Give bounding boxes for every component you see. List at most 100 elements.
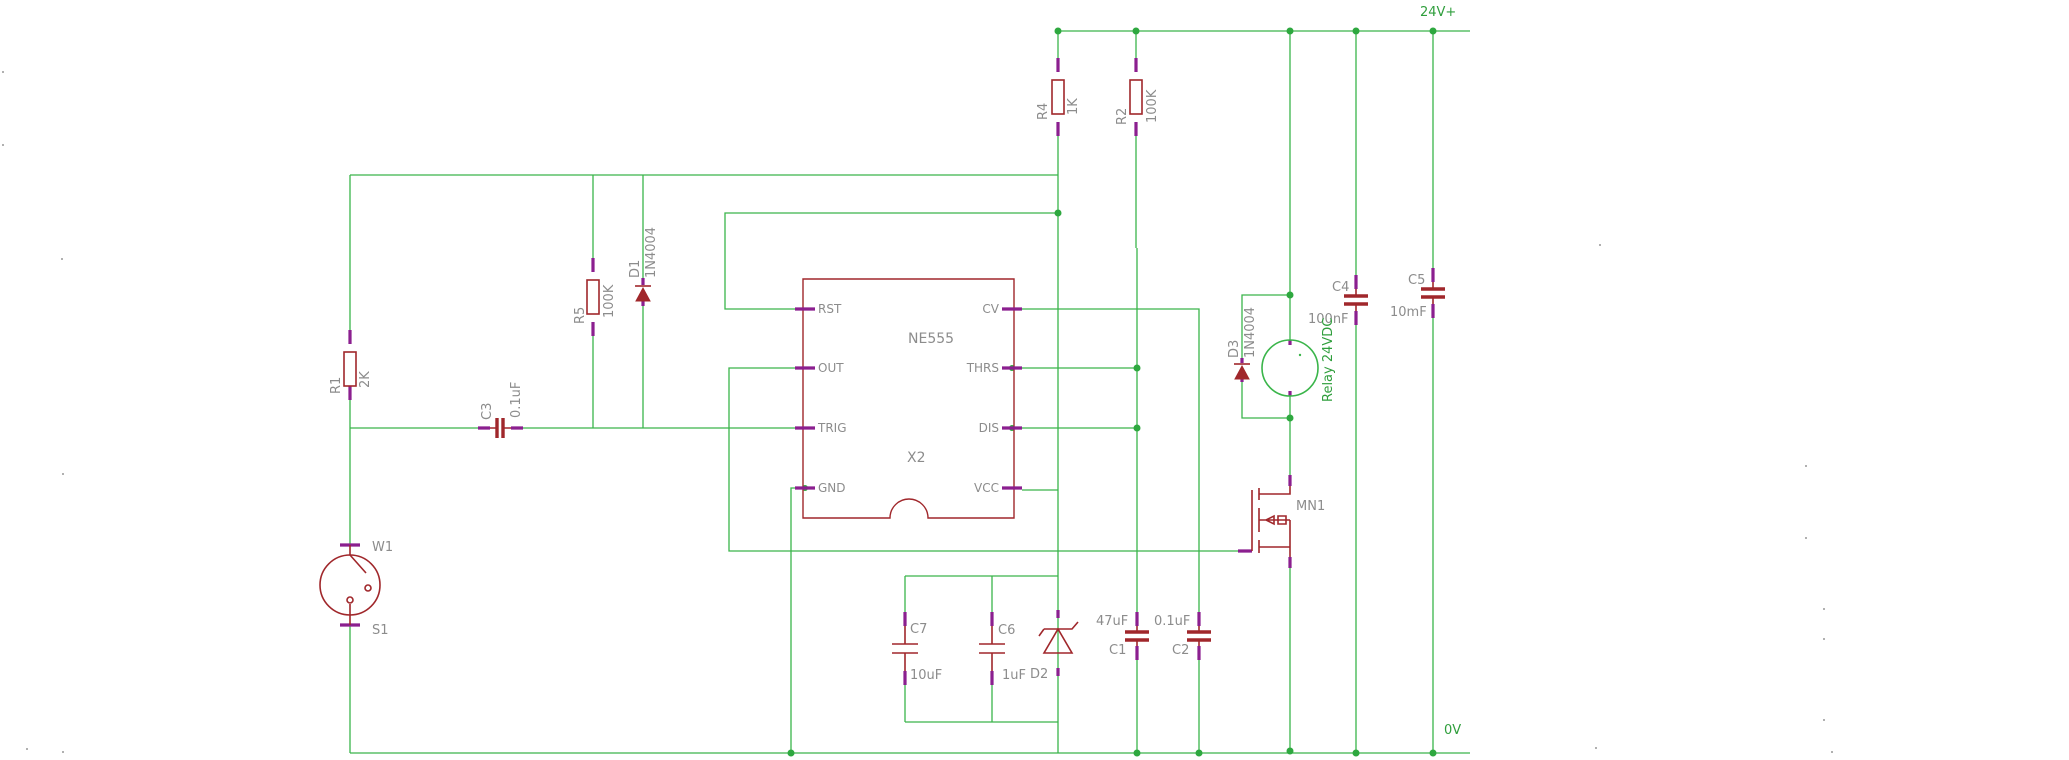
supply-net-label: 24V+ xyxy=(1420,5,1456,20)
c5-ref: C5 xyxy=(1408,273,1425,288)
junction xyxy=(1054,209,1062,217)
capacitor-plate xyxy=(979,626,1005,671)
junction xyxy=(1133,749,1141,757)
ic-ref: X2 xyxy=(907,450,926,466)
c4-ref: C4 xyxy=(1332,280,1349,295)
capacitor-plate xyxy=(1125,630,1149,642)
junction xyxy=(1133,364,1141,372)
diode-d3[interactable]: D3 1N4004 xyxy=(1227,307,1258,382)
junction xyxy=(1352,749,1360,757)
stray-dot xyxy=(26,748,28,750)
capacitor-c3[interactable]: C3 0.1uF xyxy=(478,382,524,438)
d2-ref: D2 xyxy=(1030,667,1048,682)
c5-value: 10mF xyxy=(1390,305,1427,320)
resistor-r4[interactable]: R4 1K xyxy=(1036,58,1081,136)
stray-dot xyxy=(2,71,4,73)
stray-dot xyxy=(62,751,64,753)
c7-value: 10uF xyxy=(910,668,942,683)
junction xyxy=(1286,27,1294,35)
capacitor-c6[interactable]: C6 1uF xyxy=(979,612,1026,685)
junction xyxy=(1133,424,1141,432)
mosfet-body xyxy=(1251,486,1291,557)
junction xyxy=(1286,291,1294,299)
resistor-r5[interactable]: R5 100K xyxy=(573,258,617,336)
pin xyxy=(1238,475,1292,568)
wire-cv-c2 xyxy=(1022,308,1200,612)
r4-value: 1K xyxy=(1066,98,1081,115)
diode-triangle xyxy=(635,286,651,302)
c3-ref: C3 xyxy=(480,403,495,420)
ic-pin-out: OUT xyxy=(818,361,844,375)
junction xyxy=(1054,27,1062,35)
capacitor-c4[interactable]: C4 100nF xyxy=(1308,275,1368,327)
r1-ref: R1 xyxy=(329,377,344,394)
junction xyxy=(1429,749,1437,757)
d3-value: 1N4004 xyxy=(1243,307,1258,358)
junction xyxy=(787,749,795,757)
switch-lever xyxy=(349,545,367,625)
c7-ref: C7 xyxy=(910,622,927,637)
capacitor-plate xyxy=(892,626,918,671)
r5-value: 100K xyxy=(602,284,617,318)
resistor-r2[interactable]: R2 100K xyxy=(1115,58,1160,136)
ic-name: NE555 xyxy=(908,331,954,347)
wire-out-gate xyxy=(728,367,1238,552)
c3-value: 0.1uF xyxy=(509,382,524,418)
capacitor-plate xyxy=(1421,287,1445,299)
switch-w1-s1[interactable]: W1 S1 xyxy=(319,540,393,638)
c2-value: 0.1uF xyxy=(1154,614,1190,629)
d1-value: 1N4004 xyxy=(644,227,659,278)
capacitor-c5[interactable]: C5 10mF xyxy=(1390,268,1445,320)
capacitor-c1[interactable]: 47uF C1 xyxy=(1096,612,1149,660)
ic-pin-trig: TRIG xyxy=(817,421,847,435)
ic-pin-gnd: GND xyxy=(818,481,846,495)
relay-coil[interactable]: Relay 24VDC xyxy=(1261,318,1336,402)
c2-ref: C2 xyxy=(1172,643,1189,658)
zener-bar xyxy=(1038,621,1079,637)
stray-dot xyxy=(1823,608,1825,610)
stray-dot xyxy=(1823,638,1825,640)
stray-dot xyxy=(1595,747,1597,749)
relay-dot xyxy=(1298,353,1302,357)
zener-diode-d2[interactable]: D2 xyxy=(1030,610,1079,682)
c6-ref: C6 xyxy=(998,623,1015,638)
resistor-r1[interactable]: R1 2K xyxy=(329,330,373,400)
stray-dot xyxy=(62,473,64,475)
mn1-ref: MN1 xyxy=(1296,499,1325,514)
resistor-body xyxy=(343,351,357,387)
wire-d3-loop-bottom xyxy=(1241,382,1290,419)
r2-ref: R2 xyxy=(1115,108,1130,125)
ground-net-label: 0V xyxy=(1444,723,1461,738)
diode-triangle xyxy=(1234,364,1250,380)
wire-gnd-pin xyxy=(790,487,795,753)
capacitor-plate xyxy=(1344,294,1368,306)
resistor-body xyxy=(1051,79,1065,115)
junction xyxy=(1132,27,1140,35)
wire-rst-loop xyxy=(724,212,1058,310)
capacitor-c2[interactable]: 0.1uF C2 xyxy=(1154,612,1211,660)
c4-value: 100nF xyxy=(1308,312,1349,327)
stray-dot xyxy=(1831,751,1833,753)
r5-ref: R5 xyxy=(573,307,588,324)
junction xyxy=(1195,749,1203,757)
c6-value: 1uF xyxy=(1002,668,1026,683)
d1-ref: D1 xyxy=(628,260,643,278)
wire-d3-loop-top xyxy=(1241,294,1290,358)
ic-pin-thrs: THRS xyxy=(966,361,999,375)
zener-triangle xyxy=(1042,627,1074,654)
stray-dots xyxy=(2,71,1833,753)
stray-dot xyxy=(61,258,63,260)
d3-ref: D3 xyxy=(1227,340,1242,358)
junction xyxy=(1286,414,1294,422)
stray-dot xyxy=(1805,465,1807,467)
junction xyxy=(1429,27,1437,35)
mosfet-mn1[interactable]: MN1 xyxy=(1238,475,1325,568)
ic-pin-cv: CV xyxy=(982,302,999,316)
diode-d1[interactable]: D1 1N4004 xyxy=(628,227,659,306)
ic-ne555[interactable]: NE555 X2 RST OUT TRIG GND CV THRS DIS VC… xyxy=(795,278,1022,519)
capacitor-c7[interactable]: C7 10uF xyxy=(892,612,942,685)
switch-top-label: W1 xyxy=(372,540,393,555)
r4-ref: R4 xyxy=(1036,103,1051,120)
resistor-body xyxy=(1129,79,1143,115)
